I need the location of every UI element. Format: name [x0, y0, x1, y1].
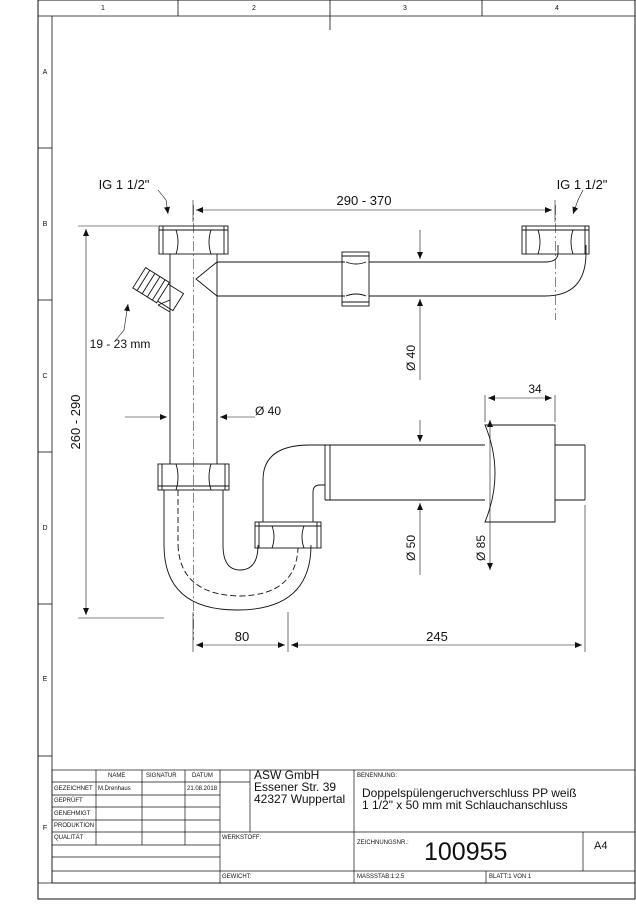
zone-row-a: A: [43, 69, 48, 76]
designation-line-2: 1 1/2" x 50 mm mit Schlauchanschluss: [362, 798, 568, 812]
row-approved-label: GENEHMIGT: [54, 811, 91, 817]
title-block-grid: [51, 769, 636, 884]
weight-label: GEWICHT:: [222, 874, 252, 880]
hose-connector: [132, 266, 185, 312]
trap-nut: [157, 463, 230, 491]
col-name-header: NAME: [108, 773, 126, 779]
siphon-drawing: [132, 205, 590, 640]
zone-row-b: B: [43, 221, 48, 228]
zone-col-2: 2: [252, 5, 256, 12]
col-date-header: DATUM: [192, 773, 213, 779]
company-name: ASW GmbH: [254, 768, 320, 782]
wall-rosette: [484, 424, 556, 523]
scale-label: MASSSTAB:1:2.5: [357, 874, 405, 880]
company-street: Essener Str. 39: [254, 780, 337, 794]
row-production-label: PRODUKTION: [54, 823, 95, 829]
zone-row-d: D: [42, 525, 47, 532]
row-quality-label: QUALITÄT: [54, 835, 84, 841]
dim-thread-left: IG 1 1/2": [99, 177, 150, 192]
zone-row-e: E: [43, 676, 48, 683]
drawn-name: M.Drenhaus: [98, 786, 131, 792]
dim-pipe-dia-wall: Ø 50: [404, 535, 418, 561]
sheet-count-label: BLATT:1 VON 1: [489, 874, 532, 880]
dim-hose-connector: 19 - 23 mm: [90, 337, 151, 351]
sheet-format: A4: [594, 840, 608, 852]
drawing-no-label: ZEICHNUNGSNR.:: [357, 840, 409, 846]
dim-overall-height: 260 - 290: [68, 395, 83, 450]
dim-rosette-depth: 34: [528, 382, 542, 396]
zone-row-f: F: [43, 825, 47, 832]
dim-rosette-dia: Ø 85: [474, 535, 488, 561]
zone-col-4: 4: [555, 5, 559, 12]
outlet-nut: [341, 251, 370, 307]
col-signature-header: SIGNATUR: [146, 773, 177, 779]
zone-row-c: C: [42, 373, 47, 380]
company-city: 42327 Wuppertal: [254, 792, 346, 806]
u-bend-nut: [254, 521, 322, 549]
row-checked-label: GEPRÜFT: [54, 798, 83, 804]
dim-offset-245: 245: [426, 629, 448, 644]
zone-col-1: 1: [101, 5, 105, 12]
row-drawn-label: GEZEICHNET: [54, 786, 93, 792]
dim-pipe-dia-outlet: Ø 40: [404, 345, 418, 371]
drawn-date: 21.08.2018: [187, 786, 218, 792]
designation-label: BENENNUNG:: [357, 773, 398, 779]
material-label: WERKSTOFF:: [222, 835, 262, 841]
dimension-texts: IG 1 1/2" IG 1 1/2" 290 - 370 19 - 23 mm…: [68, 177, 608, 644]
designation-line-1: Doppelspülengeruchverschluss PP weiß: [362, 786, 577, 800]
sheet-frame: [37, 0, 636, 900]
zone-col-3: 3: [403, 5, 407, 12]
dim-offset-80: 80: [235, 629, 249, 644]
dim-thread-right: IG 1 1/2": [557, 177, 608, 192]
drawing-number: 100955: [424, 838, 508, 866]
dimension-lines: [78, 189, 586, 652]
dim-outlet-length: 290 - 370: [337, 193, 392, 208]
dim-pipe-dia-vertical: Ø 40: [255, 404, 281, 418]
zone-labels: 1 2 3 4 A B C D E F: [42, 5, 559, 832]
